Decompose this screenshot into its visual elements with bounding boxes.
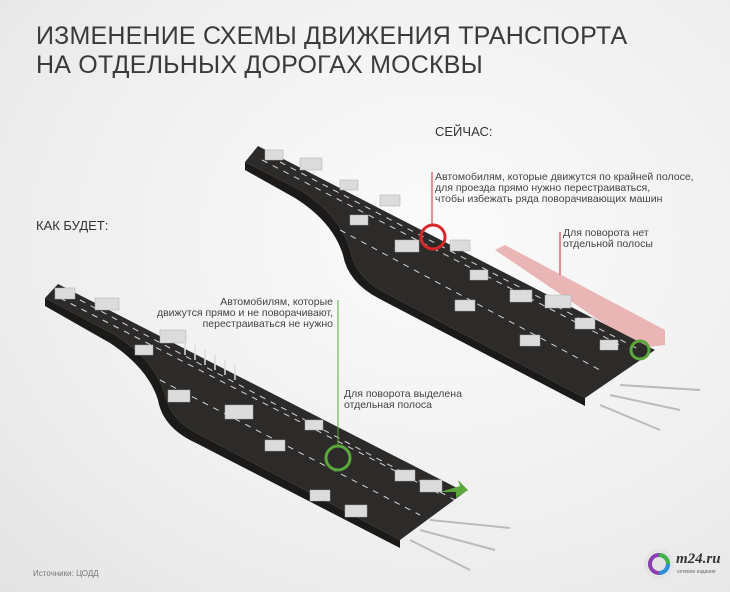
- direction-arrows-future: [409, 519, 511, 571]
- road-future: [45, 284, 511, 571]
- turn-lane-marker: [324, 444, 352, 472]
- future-note-no-change: Автомобилям, которые движутся прямо и не…: [150, 297, 333, 330]
- note-line: перестраиваться не нужно: [202, 318, 333, 330]
- now-note-no-lane: Для поворота нет отдельной полосы: [563, 228, 653, 250]
- source-note: Источники: ЦОДД: [33, 569, 99, 578]
- note-line: отдельная полоса: [344, 399, 432, 411]
- note-line: Автомобилям, которые движутся по крайней…: [435, 171, 694, 183]
- future-label: КАК БУДЕТ:: [36, 218, 109, 233]
- now-label: СЕЙЧАС:: [435, 124, 493, 139]
- future-note-turn-lane: Для поворота выделена отдельная полоса: [344, 389, 462, 411]
- turn-marker-now: [629, 339, 651, 361]
- note-line: Для поворота выделена: [344, 388, 462, 400]
- cars-future: [54, 287, 443, 518]
- problem-marker: [419, 223, 447, 251]
- logo-text: m24.ru: [676, 551, 721, 567]
- note-line: Для поворота нет: [563, 227, 649, 239]
- logo-ring-icon: [644, 549, 674, 579]
- title-line-2: НА ОТДЕЛЬНЫХ ДОРОГАХ МОСКВЫ: [36, 51, 483, 79]
- note-line: движутся прямо и не поворачивают,: [156, 307, 333, 319]
- title-line-1: ИЗМЕНЕНИЕ СХЕМЫ ДВИЖЕНИЯ ТРАНСПОРТА: [36, 22, 628, 50]
- now-note-lane-change: Автомобилям, которые движутся по крайней…: [435, 172, 694, 205]
- road-now-surface: [245, 146, 655, 398]
- m24-logo[interactable]: m24.ru сетевое издание: [640, 545, 730, 585]
- direction-arrows-now: [599, 384, 701, 431]
- note-line: Автомобилям, которые: [220, 296, 333, 308]
- note-line: чтобы избежать ряда поворачивающих машин: [435, 193, 663, 205]
- lane-divider-hatch: [184, 340, 236, 380]
- note-line: для проезда прямо нужно перестраиваться,: [435, 182, 651, 194]
- logo-subtitle: сетевое издание: [677, 569, 716, 575]
- turn-arrow-green: [440, 480, 468, 498]
- page-title: ИЗМЕНЕНИЕ СХЕМЫ ДВИЖЕНИЯ ТРАНСПОРТА НА О…: [36, 22, 627, 80]
- cars-now: [264, 149, 619, 351]
- note-line: отдельной полосы: [563, 238, 653, 250]
- road-now: [245, 146, 701, 431]
- no-turn-lane-zone: [495, 245, 665, 348]
